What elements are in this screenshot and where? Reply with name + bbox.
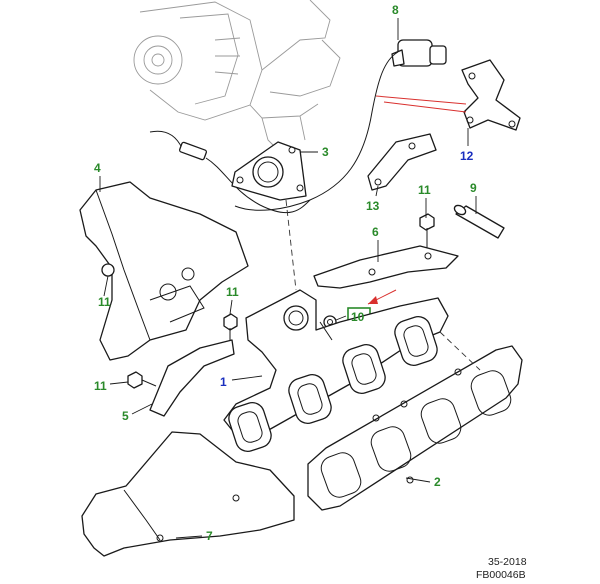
- lower-heat-shield-7: [81, 431, 295, 557]
- leader-lines: [99, 18, 477, 539]
- callout-11-lower-left: 11: [94, 379, 107, 393]
- callout-12: 12: [460, 149, 474, 163]
- turbo-gasket-3: [231, 141, 307, 201]
- egt-sensor-3: [149, 130, 311, 214]
- callout-1: 1: [220, 375, 227, 389]
- figure-code: FB00046B: [476, 569, 526, 581]
- callout-7: 7: [206, 529, 213, 543]
- bolt-11-upper: [419, 213, 435, 248]
- red-arrowhead: [368, 296, 378, 304]
- sensor-connector-8: [234, 39, 447, 211]
- callout-13: 13: [366, 199, 380, 213]
- manifold-gasket-2: [307, 345, 523, 511]
- bolt-11-shield-mid: [223, 313, 238, 346]
- connector-pipe-9: [453, 204, 505, 239]
- manifold-port-flange: [228, 316, 438, 452]
- callout-4: 4: [94, 161, 101, 175]
- callout-11-shield-left: 11: [98, 295, 111, 309]
- callout-6: 6: [372, 225, 379, 239]
- callout-9: 9: [470, 181, 477, 195]
- turbocharger: [133, 0, 341, 153]
- heat-shield-6: [313, 245, 459, 289]
- heat-shield-5: [149, 339, 235, 417]
- align-line-turbo: [285, 199, 297, 291]
- callout-5: 5: [122, 409, 129, 423]
- bolt-11-lower-left: [127, 371, 157, 389]
- figure-ref-number: 35-2018: [488, 556, 527, 568]
- mounting-bracket-12: [461, 59, 521, 131]
- pipe-bracket-13: [367, 133, 437, 191]
- callout-2: 2: [434, 475, 441, 489]
- callout-10: 10: [351, 310, 365, 324]
- callout-11-upper: 11: [418, 183, 431, 197]
- align-line-gasket: [439, 331, 481, 371]
- harness-route-leader: [375, 95, 467, 113]
- callout-labels: 8 3 12 4 13 11 9 6 11 11 10 1 11 5 2 7: [94, 3, 477, 543]
- callout-3: 3: [322, 145, 329, 159]
- callout-8: 8: [392, 3, 399, 17]
- bolt-11-shield-left: [101, 263, 115, 277]
- callout-11-shield-mid: 11: [226, 285, 239, 299]
